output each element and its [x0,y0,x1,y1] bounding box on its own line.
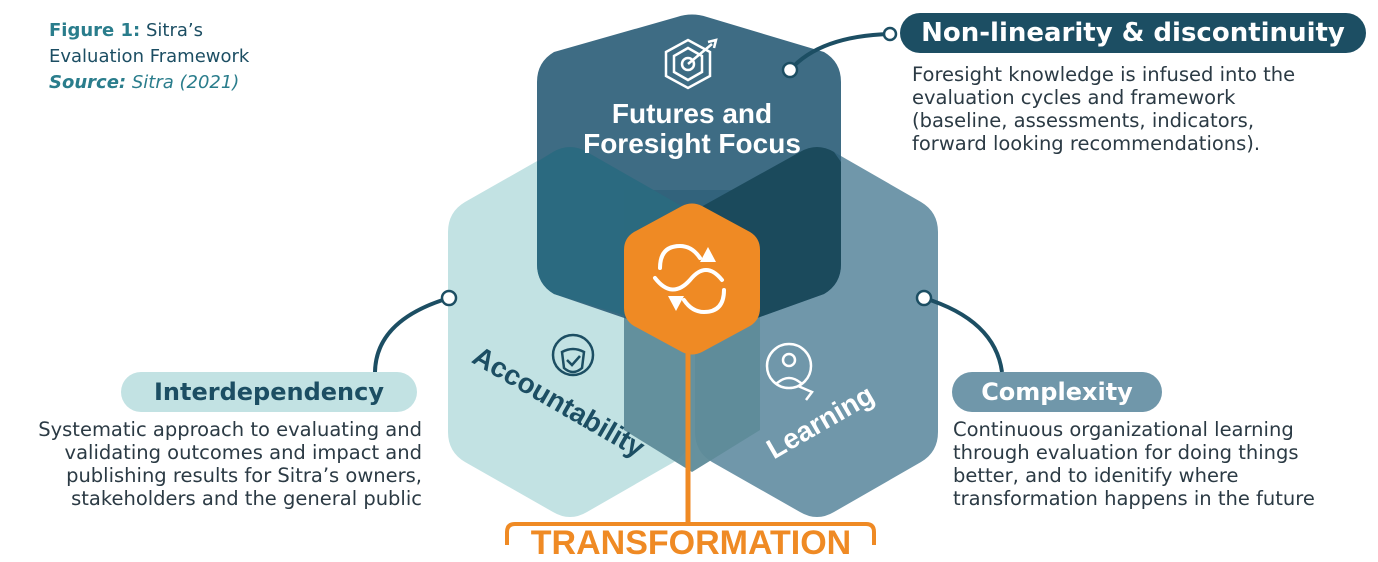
interdependency-line: Systematic approach to evaluating and [38,418,422,441]
shield-check-icon [551,333,595,377]
interdependency-line: validating outcomes and impact and [64,441,422,464]
connector-dot [915,289,933,307]
connector-dot [882,26,898,42]
nonlinearity-title: Non-linearity & discontinuity [921,18,1345,48]
interdependency-description: Systematic approach to evaluating and va… [6,418,422,510]
complexity-title-pill: Complexity [952,372,1162,412]
cycle-arrows-icon [653,243,726,315]
complexity-line: Continuous organizational learning [953,418,1294,441]
figure-label: Figure 1: [49,20,141,41]
nonlinearity-line: evaluation cycles and framework [912,86,1236,109]
connector-nonlinearity [788,32,891,72]
interdependency-title-pill: Interdependency [121,372,417,412]
target-icon [664,38,718,90]
transformation-bracket [505,522,876,545]
learner-icon [765,342,814,401]
complexity-line: better, and to idenitify where [953,464,1239,487]
nonlinearity-line: forward looking recommendations). [912,132,1261,155]
foresight-label-line2: Foresight Focus [583,128,801,159]
nonlinearity-line: Foresight knowledge is infused into the [912,63,1296,86]
complexity-description: Continuous organizational learning throu… [953,418,1373,510]
interdependency-title: Interdependency [153,378,384,406]
figure-caption: Figure 1: Sitra’s Evaluation Framework S… [49,18,249,96]
transformation-label: TRANSFORMATION [530,524,852,562]
interdependency-line: publishing results for Sitra’s owners, [66,464,422,487]
connector-dot [781,61,799,79]
complexity-title: Complexity [981,378,1133,406]
nonlinearity-title-pill: Non-linearity & discontinuity [900,13,1366,53]
interdependency-line: stakeholders and the general public [71,487,422,510]
figure-title-line2: Evaluation Framework [49,46,250,67]
connector-complexity [923,296,1004,373]
figure-title-line1: Sitra’s [145,20,203,41]
connector-interdependency [373,296,450,373]
complexity-line: transformation happens in the future [953,487,1315,510]
complexity-line: through evaluation for doing things [953,441,1299,464]
source-label: Source: [49,72,127,93]
nonlinearity-description: Foresight knowledge is infused into the … [912,63,1362,155]
connector-dot [440,289,458,307]
source-value: Sitra (2021) [131,72,240,93]
foresight-label-line1: Futures and [612,98,772,129]
nonlinearity-line: (baseline, assessments, indicators, [912,109,1255,132]
